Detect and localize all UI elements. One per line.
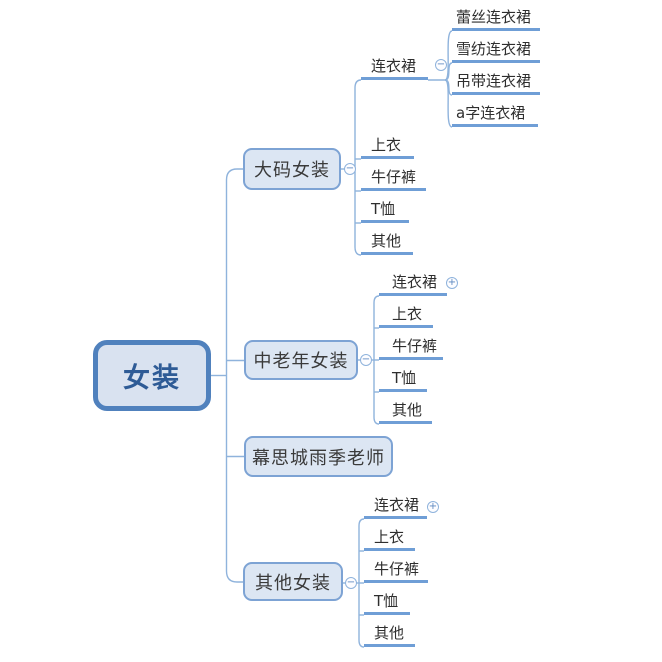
node-other[interactable]: 其他 (379, 400, 432, 424)
node-plus-size-women[interactable]: 大码女装 (243, 148, 341, 190)
connector-line (444, 79, 453, 128)
root-node-women-clothing[interactable]: 女装 (93, 340, 211, 411)
node-tops[interactable]: 上衣 (379, 304, 433, 328)
node-tshirt[interactable]: T恤 (361, 199, 409, 223)
node-aline-dress[interactable]: a字连衣裙 (452, 103, 538, 127)
node-dress[interactable]: 连衣裙 (361, 56, 428, 80)
connector-line (225, 375, 243, 583)
node-jeans[interactable]: 牛仔裤 (361, 167, 426, 191)
node-tshirt[interactable]: T恤 (364, 591, 410, 615)
node-dress[interactable]: 连衣裙 (379, 272, 447, 296)
collapse-icon[interactable]: − (345, 577, 357, 589)
node-other[interactable]: 其他 (361, 231, 413, 255)
collapse-icon[interactable]: − (435, 59, 447, 71)
node-slip-dress[interactable]: 吊带连衣裙 (452, 71, 540, 95)
expand-icon[interactable]: + (427, 501, 439, 513)
node-other[interactable]: 其他 (364, 623, 415, 647)
node-other-women[interactable]: 其他女装 (243, 562, 343, 601)
node-tshirt[interactable]: T恤 (379, 368, 427, 392)
node-lace-dress[interactable]: 蕾丝连衣裙 (452, 7, 540, 31)
node-middle-aged-women[interactable]: 中老年女装 (244, 340, 358, 380)
node-tops[interactable]: 上衣 (361, 135, 414, 159)
collapse-icon[interactable]: − (360, 354, 372, 366)
node-tops[interactable]: 上衣 (364, 527, 415, 551)
node-musicheng-rainy-teacher[interactable]: 幕思城雨季老师 (244, 436, 393, 477)
connector-line (225, 168, 243, 376)
node-dress[interactable]: 连衣裙 (364, 495, 427, 519)
node-jeans[interactable]: 牛仔裤 (364, 559, 428, 583)
collapse-icon[interactable]: − (344, 163, 356, 175)
node-chiffon-dress[interactable]: 雪纺连衣裙 (452, 39, 540, 63)
expand-icon[interactable]: + (446, 277, 458, 289)
node-jeans[interactable]: 牛仔裤 (379, 336, 443, 360)
